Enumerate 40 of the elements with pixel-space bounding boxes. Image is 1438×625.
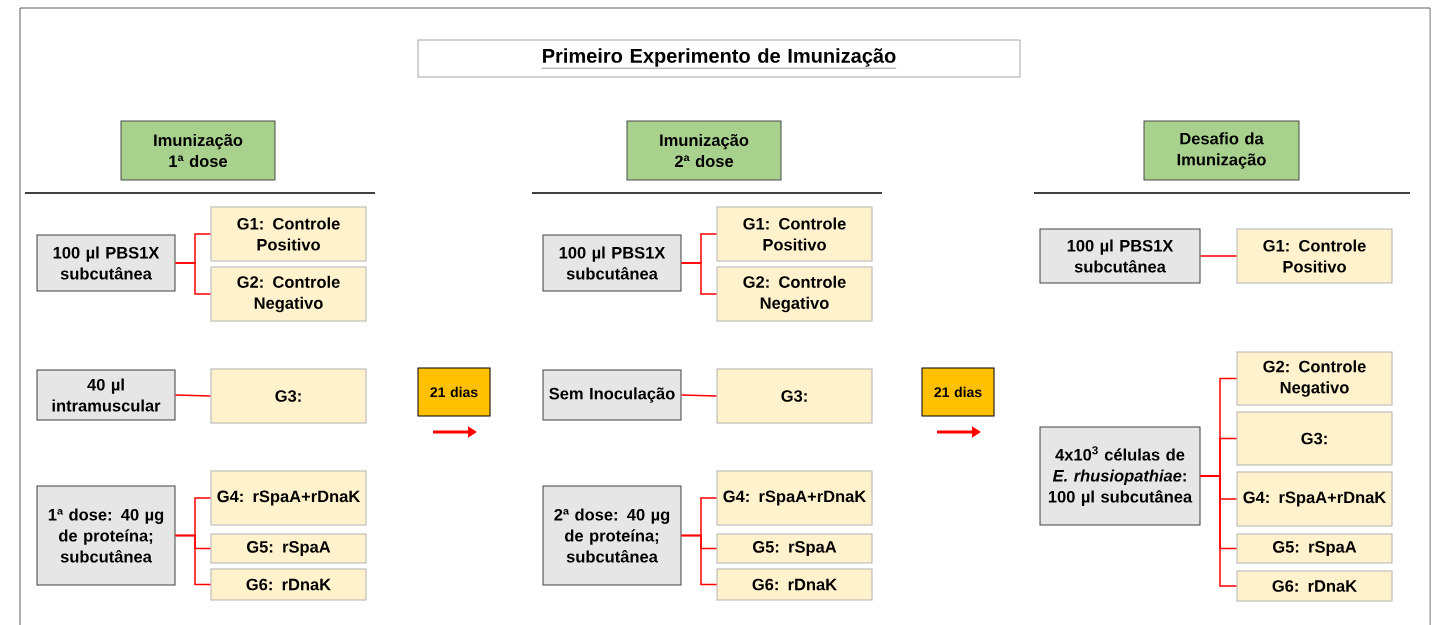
group-box: G2: Controle Negativo: [716, 266, 873, 322]
header-box: Imunização 2ª dose: [626, 120, 782, 181]
process-box: 100 µl PBS1X subcutânea: [542, 234, 682, 292]
title-box: Primeiro Experimento de Imunização: [417, 39, 1021, 78]
process-box: 2ª dose: 40 µg de proteína; subcutânea: [542, 485, 682, 586]
process-box: 100 µl PBS1X subcutânea: [1039, 228, 1201, 284]
connector-line: [680, 394, 718, 397]
connector-line: [680, 534, 718, 586]
group-box: G5: rSpaA: [1236, 533, 1393, 564]
connector-line: [1199, 475, 1238, 587]
duration-box: 21 dias: [417, 367, 491, 417]
group-box: G1: Controle Positivo: [716, 206, 873, 262]
group-box: G3:: [210, 368, 367, 424]
process-box: 40 µl intramuscular: [36, 369, 176, 421]
connector-line: [1199, 255, 1238, 257]
process-box: 4x10$^{3}$ células de E. rhusiopathiae: 100 µl subcutânea: [1039, 426, 1201, 526]
process-box: 1ª dose: 40 µg de proteína; subcutânea: [36, 485, 176, 586]
group-box: G3:: [1236, 411, 1393, 466]
group-box: G3:: [716, 368, 873, 424]
group-box: G4: rSpaA+rDnaK: [716, 470, 873, 526]
group-box: G6: rDnaK: [1236, 570, 1393, 602]
group-box: G4: rSpaA+rDnaK: [1236, 471, 1393, 527]
group-box: G6: rDnaK: [210, 568, 367, 601]
group-box: G2: Controle Negativo: [1236, 351, 1393, 406]
group-box: G6: rDnaK: [716, 568, 873, 601]
group-box: G2: Controle Negativo: [210, 266, 367, 322]
connector-line: [680, 262, 718, 295]
header-box: Imunização 1ª dose: [120, 120, 276, 181]
group-box: G1: Controle Positivo: [1236, 228, 1393, 284]
group-box: G4: rSpaA+rDnaK: [210, 470, 367, 526]
process-box: Sem Inoculação: [542, 369, 682, 421]
connector-line: [174, 262, 212, 295]
duration-box: 21 dias: [921, 367, 995, 417]
header-box: Desafio da Imunização: [1143, 120, 1300, 181]
process-box: 100 µl PBS1X subcutânea: [36, 234, 176, 292]
connector-line: [174, 394, 212, 397]
group-box: G1: Controle Positivo: [210, 206, 367, 262]
connector-line: [174, 534, 212, 586]
group-box: G5: rSpaA: [210, 533, 367, 564]
group-box: G5: rSpaA: [716, 533, 873, 564]
